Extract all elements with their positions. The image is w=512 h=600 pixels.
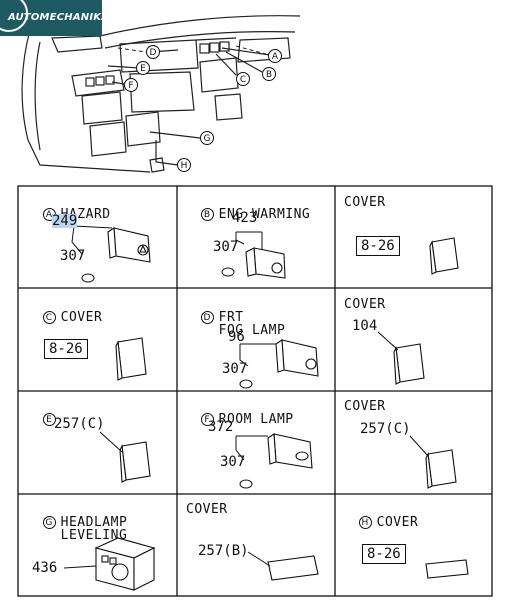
part-257c-cover: 257(C) [360,421,411,437]
part-307-fog: 307 [222,361,248,377]
room-lamp-leaders [235,435,268,489]
overview-callout-e: E [136,61,150,75]
cell-r1c3-title: COVER [344,195,386,210]
ref-box-r1c3: 8-26 [356,236,400,256]
cover-drawing-r4c2 [267,555,319,581]
callout-h-icon: H [358,516,372,529]
headlamp-leveling-switch-drawing [94,537,156,591]
cell-r3c3-title: COVER [344,399,386,414]
overview-callout-h: H [177,158,191,172]
cell-g-title: G HEADLAMP LEVELING [26,503,127,542]
cover-drawing-r3c1 [119,441,151,483]
part-307-room: 307 [220,454,246,470]
cover-104-leader [377,331,399,351]
logo-ring-icon [0,0,28,32]
cover-257b-leader [247,551,271,567]
eng-warming-leaders [221,231,263,277]
callout-e-icon: E [42,413,56,426]
fog-lamp-leaders [239,343,276,389]
hazard-leaders [71,225,113,283]
room-lamp-switch-drawing [267,433,313,469]
cell-r2c3-title: COVER [344,297,386,312]
part-257b: 257(B) [198,543,249,559]
cover-drawing-r4c3 [425,559,469,579]
fog-lamp-switch-drawing [275,339,319,377]
cell-c-title: C COVER [26,298,102,324]
part-257c-e: 257(C) [54,416,105,432]
overview-callout-d: D [146,45,160,59]
room-lamp-label: ROOM LAMP [218,412,294,427]
fog-lamp-label: FRT FOG LAMP [218,310,286,338]
overview-callout-a: A [268,49,282,63]
cell-d-title: D FRT FOG LAMP [184,298,285,337]
cover-drawing-r3c3 [425,449,457,489]
logo-text: AUTOMECHANIKA [8,12,102,23]
cell-b-title: B ENG WARMING [184,195,310,221]
cover-drawing-r1c3 [429,237,459,275]
cover-257c-leader [409,435,429,457]
part-307-hazard: 307 [60,248,86,264]
part-372: 372 [208,419,234,435]
cell-f-title: F ROOM LAMP [184,400,294,426]
overview-callout-f: F [124,78,138,92]
cover-c-label: COVER [60,310,103,325]
hazard-switch-drawing [107,227,151,263]
part-96: 96 [228,329,245,345]
overview-callout-g: G [200,131,214,145]
overview-callout-b: B [262,67,276,81]
ref-box-c: 8-26 [44,339,88,359]
eng-warming-switch-drawing [245,247,286,279]
eng-warming-label: ENG WARMING [218,207,311,222]
part-249: 249 [52,213,78,229]
headlamp-leveling-leader [63,565,97,569]
ref-box-h: 8-26 [362,544,406,564]
cover-drawing-r2c1 [115,337,147,381]
part-104: 104 [352,318,378,334]
part-436: 436 [32,560,58,576]
cover-drawing-r2c3 [393,343,425,385]
overview-callout-c: C [236,72,250,86]
cell-h-title: H COVER [342,503,418,529]
headlamp-leveling-label: HEADLAMP LEVELING [60,515,128,543]
part-307-eng: 307 [213,239,239,255]
e-leader [99,431,123,453]
cell-e-title: E [26,400,61,426]
callout-c-icon: C [42,311,56,324]
dashboard-overview-drawing [21,15,301,173]
callout-d-icon: D [200,311,214,324]
logo: AUTOMECHANIKA [0,0,102,36]
callout-f-icon: F [200,413,214,426]
cell-r4c2-title: COVER [186,502,228,517]
cover-h-label: COVER [376,515,419,530]
callout-g-icon: G [42,516,56,529]
part-423: 423 [232,210,258,226]
callout-b-icon: B [200,208,214,221]
